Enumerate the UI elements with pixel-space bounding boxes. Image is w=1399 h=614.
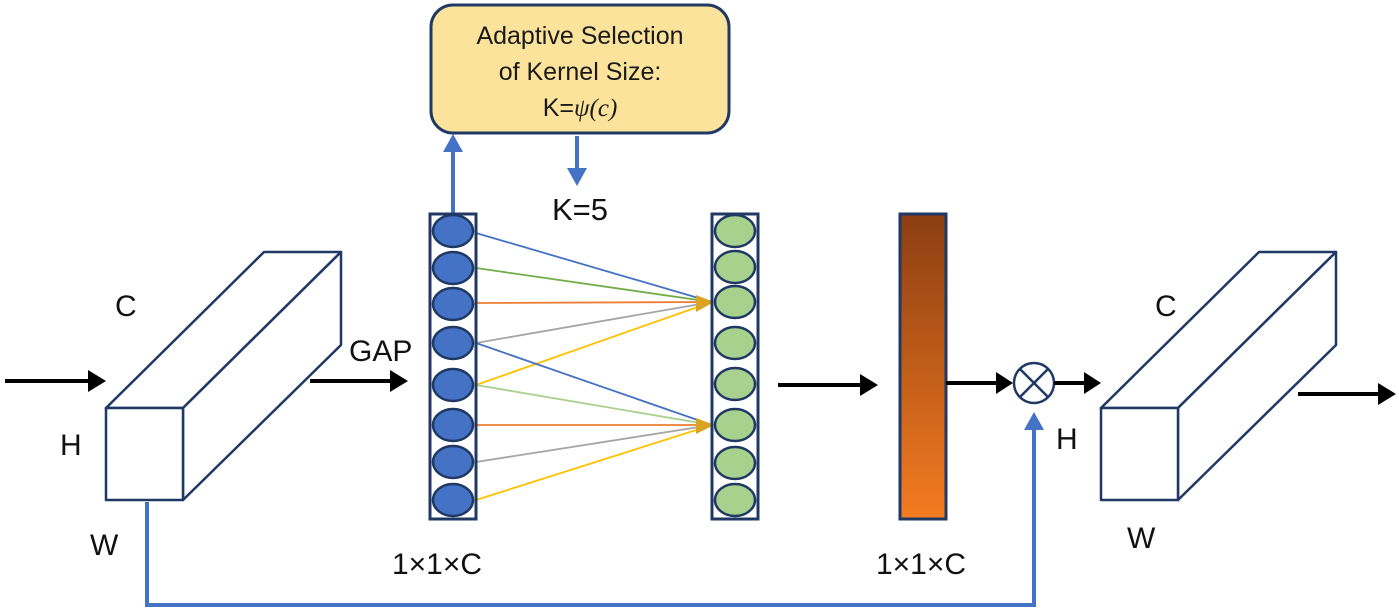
to-output-arrow-head	[1084, 372, 1101, 394]
conv-node	[713, 213, 757, 249]
pooled-node	[431, 482, 475, 518]
connection-head-lower	[696, 418, 714, 434]
connection-head-upper	[696, 295, 714, 312]
conv-node	[713, 249, 757, 285]
pooled-node	[431, 367, 475, 403]
multiply-icon	[1012, 361, 1056, 405]
input-c-label: C	[115, 290, 137, 323]
channel-weights-bar	[898, 212, 948, 521]
conv-node	[713, 445, 757, 481]
input-h-label: H	[60, 429, 82, 462]
arrow-from-selection-head	[567, 168, 587, 186]
gap-arrow-head	[390, 370, 408, 392]
skip-connection	[145, 428, 1036, 607]
formula-math: ψ(c)	[574, 95, 617, 122]
weights-dim-label: 1×1×C	[876, 548, 966, 581]
conv-output-column	[710, 212, 760, 521]
pooled-node	[431, 250, 475, 286]
pooled-dim-label: 1×1×C	[392, 548, 482, 581]
pooled-node	[431, 213, 475, 249]
to-multiply-arrow-head	[996, 372, 1013, 394]
gap-label: GAP	[349, 335, 412, 368]
pooled-feature-column	[428, 212, 478, 521]
conv-node	[713, 482, 757, 518]
output-c-label: C	[1155, 290, 1177, 323]
skip-connection-head	[1024, 412, 1044, 430]
conv-node	[713, 325, 757, 361]
input-w-label: W	[90, 529, 119, 562]
pooled-node	[431, 444, 475, 480]
conv-node	[713, 366, 757, 402]
selection-title-line2: of Kernel Size:	[499, 58, 662, 86]
input-tensor	[104, 250, 343, 502]
input-arrow-head	[88, 370, 106, 392]
selection-title-line1: Adaptive Selection	[476, 22, 683, 50]
selection-formula: K=ψ(c)	[543, 94, 618, 122]
output-h-label: H	[1056, 423, 1078, 456]
arrow-to-selection-head	[443, 134, 463, 152]
kernel-connections	[475, 232, 713, 501]
formula-prefix: K=	[543, 94, 574, 122]
output-w-label: W	[1127, 522, 1156, 555]
conv-node	[713, 407, 757, 443]
kernel-selection-box: Adaptive Selection of Kernel Size: K=ψ(c…	[429, 3, 731, 135]
pooled-node	[431, 325, 475, 361]
output-tensor	[1099, 250, 1338, 502]
conv-node	[713, 284, 757, 320]
to-weights-arrow-head	[860, 374, 878, 396]
pooled-node	[431, 286, 475, 322]
pooled-node	[431, 407, 475, 443]
final-output-arrow-head	[1378, 383, 1396, 405]
kernel-size-label: K=5	[552, 192, 608, 227]
